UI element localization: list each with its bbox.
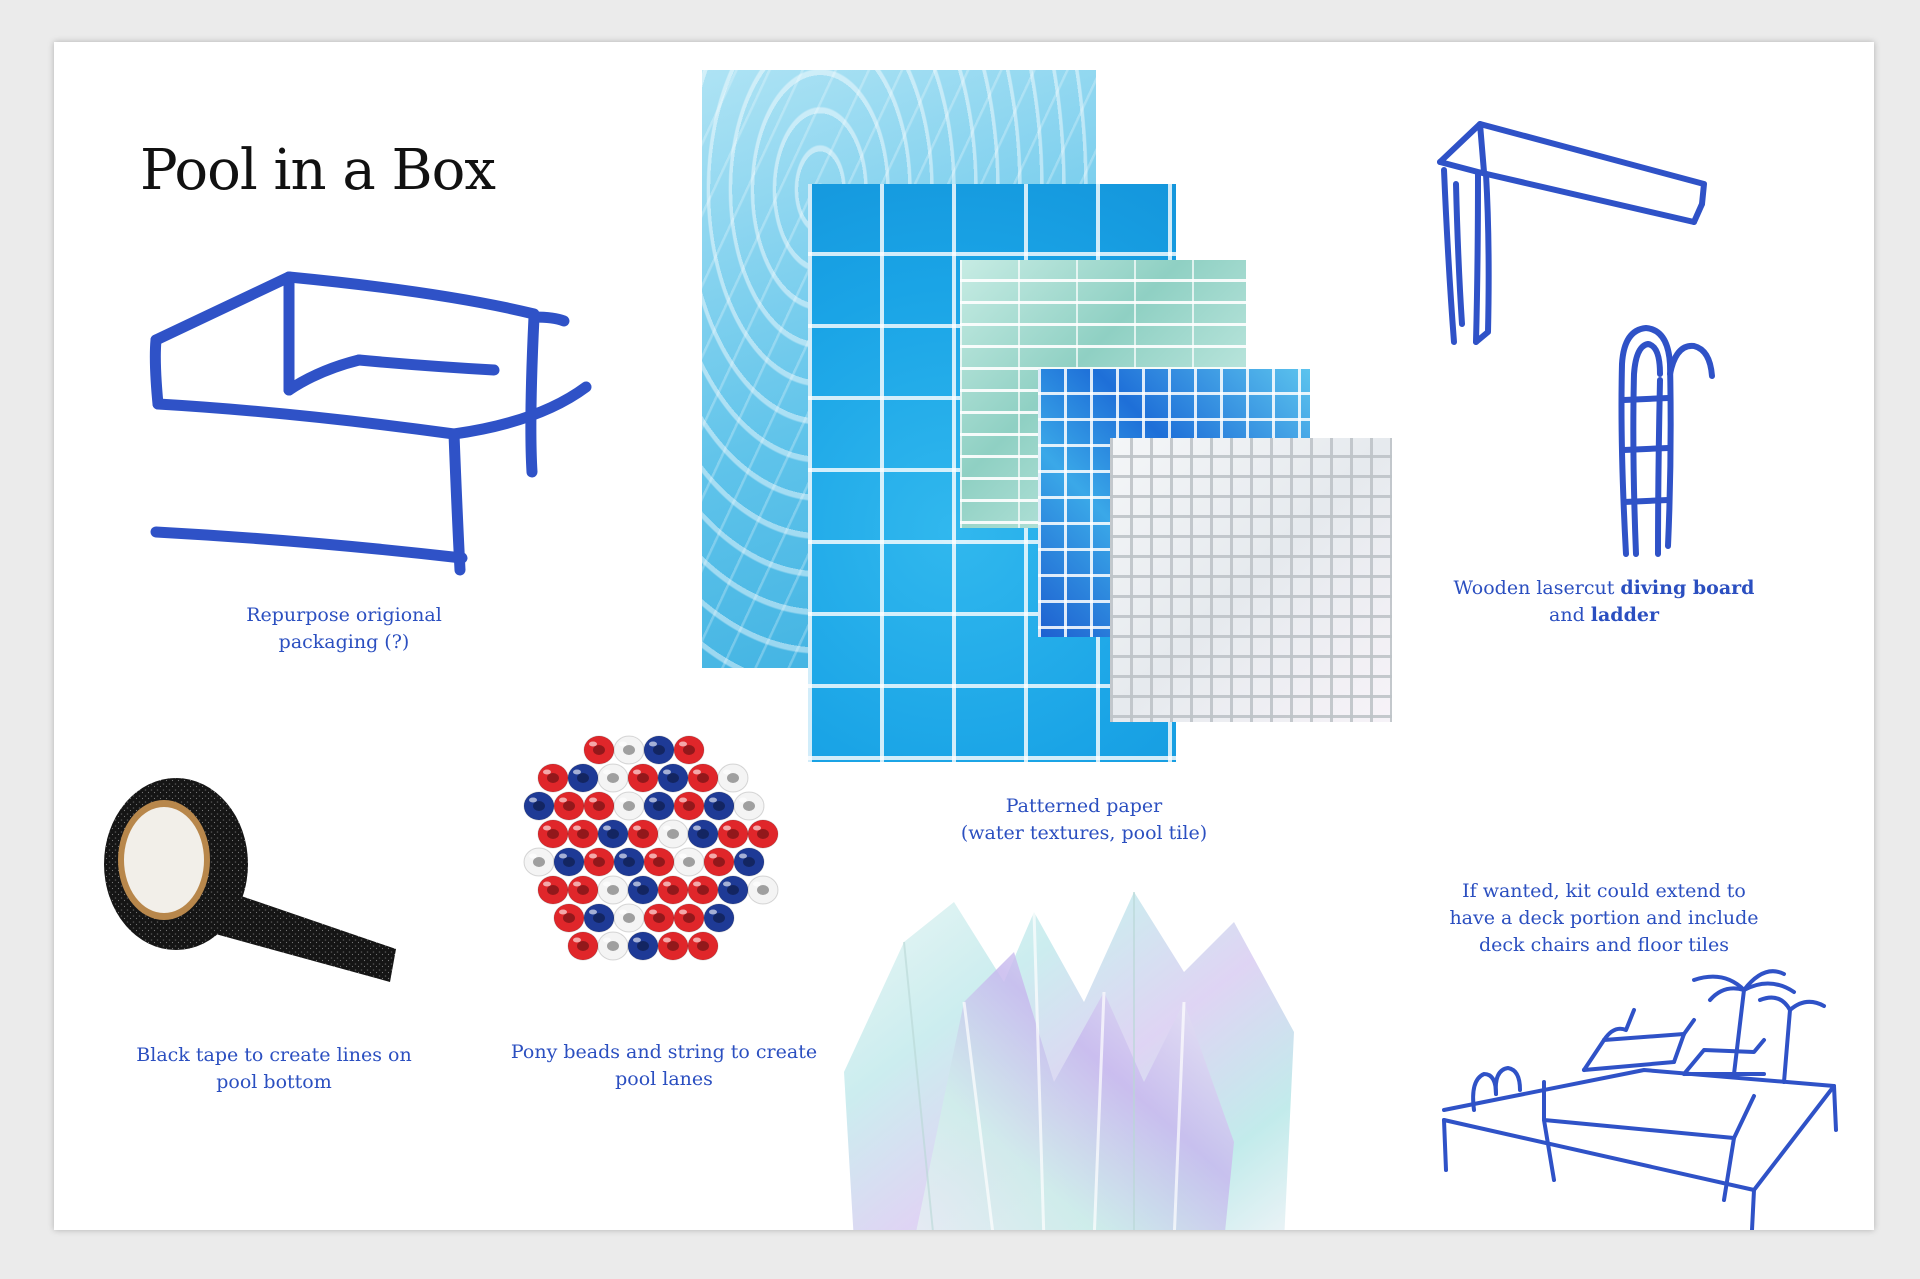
- bead: [747, 875, 779, 905]
- beads-caption-line-1: Pony beads and string to create: [510, 1041, 818, 1063]
- packaging-caption-line-2: packaging (?): [278, 631, 410, 653]
- bead: [537, 763, 569, 793]
- bead: [613, 791, 645, 821]
- packaging-caption-line-1: Repurpose origional: [246, 604, 442, 626]
- diving-board-sketch-icon: [1437, 121, 1707, 345]
- box-sketch-icon: [149, 271, 592, 576]
- bead: [643, 847, 675, 877]
- bead: [523, 791, 555, 821]
- tape-caption-line-1: Black tape to create lines on: [136, 1044, 412, 1066]
- tape-caption: Black tape to create lines on pool botto…: [104, 1042, 444, 1096]
- bead: [597, 763, 629, 793]
- bead: [597, 819, 629, 849]
- bead: [703, 847, 735, 877]
- ladder-sketch-icon: [1618, 325, 1715, 557]
- bead: [687, 819, 719, 849]
- bead: [553, 847, 585, 877]
- bead: [673, 791, 705, 821]
- bead: [627, 875, 659, 905]
- diving-caption-line2-prefix: and: [1549, 604, 1591, 626]
- tape-caption-line-2: pool bottom: [216, 1071, 332, 1093]
- bead: [717, 819, 749, 849]
- bead: [567, 819, 599, 849]
- page-title: Pool in a Box: [140, 138, 496, 203]
- bead: [733, 791, 765, 821]
- bead: [643, 903, 675, 933]
- deck-caption-line-1: If wanted, kit could extend to: [1462, 880, 1746, 902]
- beads-caption: Pony beads and string to create pool lan…: [494, 1039, 834, 1093]
- deck-sketch-icon: [1442, 969, 1838, 1230]
- tape-roll-icon: [104, 778, 396, 982]
- bead: [703, 903, 735, 933]
- bead: [657, 875, 689, 905]
- diving-caption: Wooden lasercut diving board and ladder: [1444, 575, 1764, 629]
- bead: [643, 791, 675, 821]
- bead: [687, 763, 719, 793]
- bead: [537, 875, 569, 905]
- bead: [657, 763, 689, 793]
- bead: [553, 791, 585, 821]
- bead: [673, 735, 705, 765]
- bead: [583, 735, 615, 765]
- diving-board-keyword: diving board: [1620, 577, 1755, 599]
- diving-caption-prefix: Wooden lasercut: [1453, 577, 1621, 599]
- bead: [627, 819, 659, 849]
- bead: [567, 763, 599, 793]
- bead: [657, 819, 689, 849]
- bead: [613, 903, 645, 933]
- bead: [733, 847, 765, 877]
- bead: [673, 903, 705, 933]
- bead: [567, 931, 599, 961]
- bead: [673, 847, 705, 877]
- bead: [627, 931, 659, 961]
- bead: [717, 763, 749, 793]
- bead: [553, 903, 585, 933]
- bead: [627, 763, 659, 793]
- bead: [583, 791, 615, 821]
- bead: [747, 819, 779, 849]
- diving-caption-line-1: Wooden lasercut diving board: [1444, 575, 1764, 602]
- bead: [537, 819, 569, 849]
- bead: [643, 735, 675, 765]
- deck-caption: If wanted, kit could extend to have a de…: [1424, 878, 1784, 959]
- beads-caption-line-2: pool lanes: [615, 1068, 713, 1090]
- bead: [687, 875, 719, 905]
- bead: [583, 847, 615, 877]
- diving-caption-line-2: and ladder: [1444, 602, 1764, 629]
- bead: [657, 931, 689, 961]
- bead: [567, 875, 599, 905]
- bead: [597, 931, 629, 961]
- bead: [687, 931, 719, 961]
- bead: [583, 903, 615, 933]
- bead: [597, 875, 629, 905]
- paper-caption-line-1: Patterned paper: [1005, 795, 1163, 817]
- pony-beads-icon: [523, 735, 779, 961]
- white-iridescent-tile-sheet: [1110, 438, 1392, 722]
- bead: [717, 875, 749, 905]
- ladder-keyword: ladder: [1590, 604, 1659, 626]
- packaging-caption: Repurpose origional packaging (?): [174, 602, 514, 656]
- iridescent-film-icon: [844, 892, 1294, 1230]
- deck-caption-line-3: deck chairs and floor tiles: [1479, 934, 1729, 956]
- bead: [523, 847, 555, 877]
- bead: [613, 735, 645, 765]
- bead: [703, 791, 735, 821]
- bead: [613, 847, 645, 877]
- paper-caption: Patterned paper (water textures, pool ti…: [934, 793, 1234, 847]
- paper-caption-line-2: (water textures, pool tile): [960, 822, 1208, 844]
- deck-caption-line-2: have a deck portion and include: [1449, 907, 1759, 929]
- moodboard: Pool in a Box Repurpose origional packag…: [54, 42, 1874, 1230]
